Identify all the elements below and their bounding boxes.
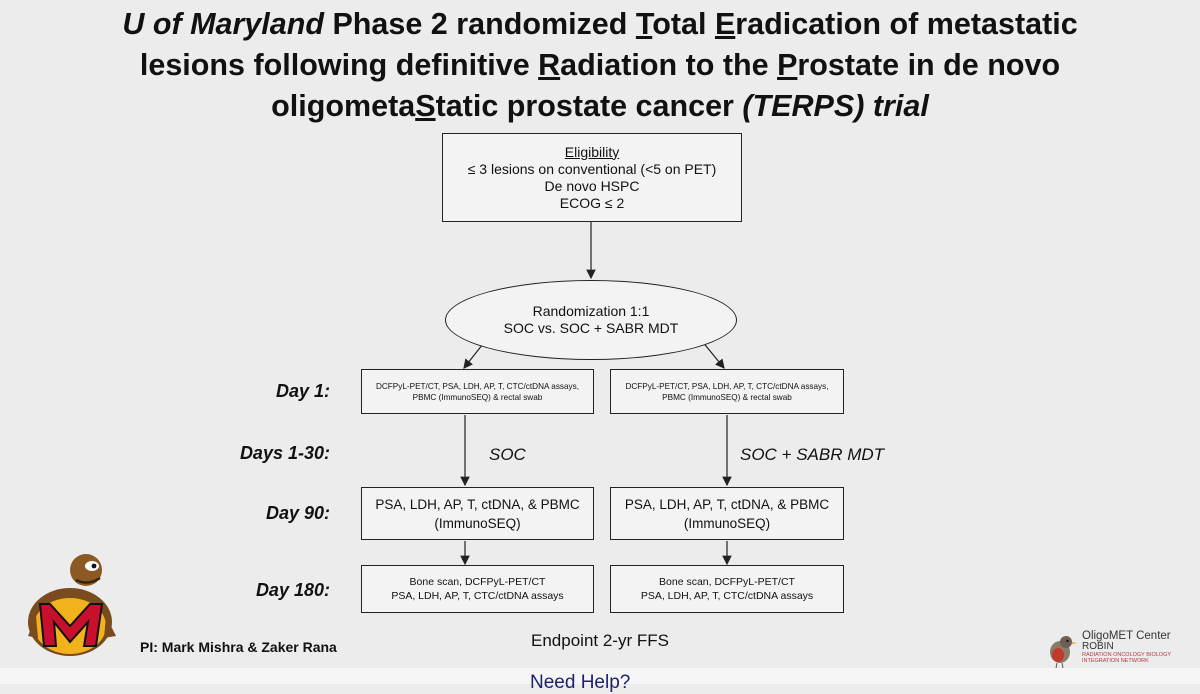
logo-robin-name: ROBIN [1082,641,1114,652]
title-acronym-letter: T [635,7,653,41]
trial-endpoint: Endpoint 2-yr FFS [531,631,669,650]
eligibility-criterion: ≤ 3 lesions on conventional (<5 on PET) [467,160,717,177]
row-label-day90: Day 90: [265,503,330,523]
right-day180-box: Bone scan, DCFPyL-PET/CT PSA, LDH, AP, T… [610,565,844,613]
slide-title: U of Maryland Phase 2 randomized Total E… [20,4,1180,127]
maryland-terrapin-logo-icon [28,554,116,656]
title-university: U of Maryland [122,7,324,41]
principal-investigators: PI: Mark Mishra & Zaker Rana [140,639,337,655]
left-day1-box: DCFPyL-PET/CT, PSA, LDH, AP, T, CTC/ctDN… [361,369,594,414]
day180-assays: PSA, LDH, AP, T, CTC/ctDNA assays [640,590,814,602]
title-acronym-letter: P [777,48,798,82]
eligibility-heading: Eligibility [564,143,620,160]
right-arm-label: SOC + SABR MDT [740,445,885,464]
eligibility-box: Eligibility ≤ 3 lesions on conventional … [442,133,742,222]
left-day90-box: PSA, LDH, AP, T, ctDNA, & PBMC (ImmunoSE… [361,487,594,540]
title-trial-name: (TERPS) trial [742,89,929,123]
day180-assays: PSA, LDH, AP, T, CTC/ctDNA assays [391,590,564,602]
title-acronym-letter: E [714,7,736,41]
title-line-1: U of Maryland Phase 2 randomized Total E… [20,4,1180,45]
day90-assays: PSA, LDH, AP, T, ctDNA, & PBMC [375,496,580,512]
eligibility-criterion: De novo HSPC [544,177,640,194]
title-text: Phase 2 randomized [323,7,636,41]
eligibility-criterion: ECOG ≤ 2 [559,194,625,211]
title-line-2: lesions following definitive Radiation t… [20,45,1180,86]
row-label-days1-30: Days 1-30: [239,443,330,463]
day180-imaging: Bone scan, DCFPyL-PET/CT [659,576,795,588]
need-help-link[interactable]: Need Help? [530,672,631,693]
title-acronym-letter: S [415,89,436,123]
day90-immunoseq: (ImmunoSEQ) [434,515,521,531]
right-day1-box: DCFPyL-PET/CT, PSA, LDH, AP, T, CTC/ctDN… [610,369,844,414]
title-text: otal [652,7,715,41]
day90-assays: PSA, LDH, AP, T, ctDNA, & PBMC [624,496,830,512]
bottom-bar [0,668,1200,684]
logo-robin-subtitle: INTEGRATION NETWORK [1082,658,1149,664]
right-day90-box: PSA, LDH, AP, T, ctDNA, & PBMC (ImmunoSE… [610,487,844,540]
logo-robin-subtitle: RADIATION ONCOLOGY BIOLOGY [1082,652,1172,658]
logo-center-name: OligoMET Center [1082,630,1171,642]
randomization-oval: Randomization 1:1 SOC vs. SOC + SABR MDT [445,280,737,360]
title-text: tatic prostate cancer [435,89,743,123]
row-label-day180: Day 180: [255,580,330,600]
left-day180-box: Bone scan, DCFPyL-PET/CT PSA, LDH, AP, T… [361,565,594,613]
title-acronym-letter: R [538,48,561,82]
title-text: radication of metastatic [735,7,1078,41]
row-label-day1: Day 1: [275,381,330,401]
oligomet-robin-logo: OligoMET Center ROBIN RADIATION ONCOLOGY… [1082,630,1192,664]
title-text: rostate in de novo [797,48,1061,82]
title-text: oligometa [271,89,416,123]
title-line-3: oligometaStatic prostate cancer (TERPS) … [20,86,1180,127]
title-text: lesions following definitive [139,48,539,82]
day90-immunoseq: (ImmunoSEQ) [683,515,771,531]
robin-bird-icon [1050,636,1077,668]
day180-imaging: Bone scan, DCFPyL-PET/CT [409,576,546,588]
randomization-ratio: Randomization 1:1 [532,303,650,319]
title-text: adiation to the [560,48,778,82]
randomization-arms: SOC vs. SOC + SABR MDT [503,320,679,336]
left-arm-label: SOC [489,445,526,464]
